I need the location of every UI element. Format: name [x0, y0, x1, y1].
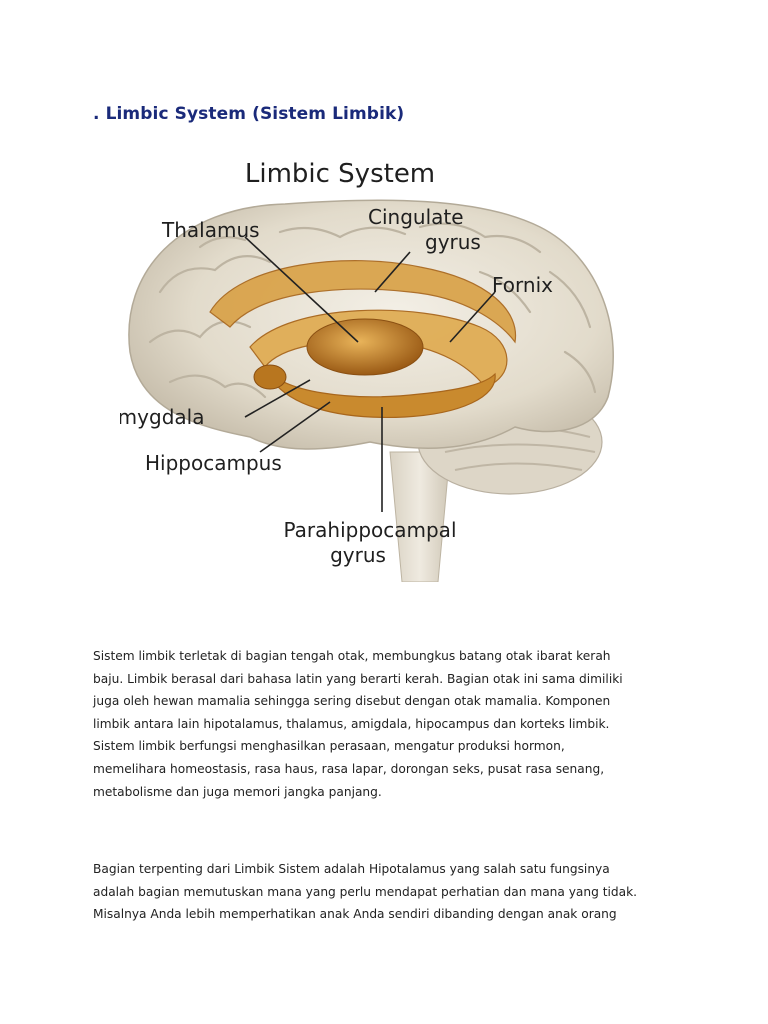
section-heading: . Limbic System (Sistem Limbik) — [93, 104, 405, 124]
text-line: adalah bagian memutuskan mana yang perlu… — [93, 884, 638, 899]
label-cingulate-line1: Cingulate — [368, 205, 464, 229]
text-line: metabolisme dan juga memori jangka panja… — [93, 784, 382, 799]
limbic-system-diagram: Limbic System Thalamus Cingulate gyrus F… — [120, 159, 614, 582]
text-line: Misalnya Anda lebih memperhatikan anak A… — [93, 907, 617, 922]
figure-title: Limbic System — [245, 159, 435, 189]
label-parahippocampal-line1: Parahippocampal — [284, 518, 457, 542]
text-line: baju. Limbik berasal dari bahasa latin y… — [93, 671, 623, 686]
label-fornix: Fornix — [492, 273, 553, 297]
cingulate-gyrus-shape — [209, 260, 517, 344]
label-parahippocampal-line2: gyrus — [330, 543, 386, 567]
label-cingulate-line2: gyrus — [425, 230, 481, 254]
label-hippocampus: Hippocampus — [145, 451, 282, 475]
text-line: memelihara homeostasis, rasa haus, rasa … — [93, 761, 605, 776]
text-line: Sistem limbik berfungsi menghasilkan per… — [93, 739, 565, 754]
hippocampus-shape — [264, 366, 496, 418]
text-line: limbik antara lain hipotalamus, thalamus… — [93, 716, 610, 731]
amygdala-shape — [253, 364, 287, 390]
limbic-structures — [209, 260, 517, 418]
limbic-system-figure: Limbic System Thalamus Cingulate gyrus F… — [120, 152, 630, 582]
thalamus-shape — [306, 318, 424, 376]
label-amygdala: Amygdala — [120, 405, 204, 429]
text-line: Bagian terpenting dari Limbik Sistem ada… — [93, 862, 610, 876]
label-thalamus: Thalamus — [161, 218, 260, 242]
text-line: Sistem limbik terletak di bagian tengah … — [93, 649, 611, 663]
paragraph-hypothalamus: Bagian terpenting dari Limbik Sistem ada… — [93, 858, 693, 926]
pointer-lines — [244, 236, 496, 512]
text-line: juga oleh hewan mamalia sehingga sering … — [93, 694, 611, 709]
paragraph-intro: Sistem limbik terletak di bagian tengah … — [93, 645, 693, 803]
